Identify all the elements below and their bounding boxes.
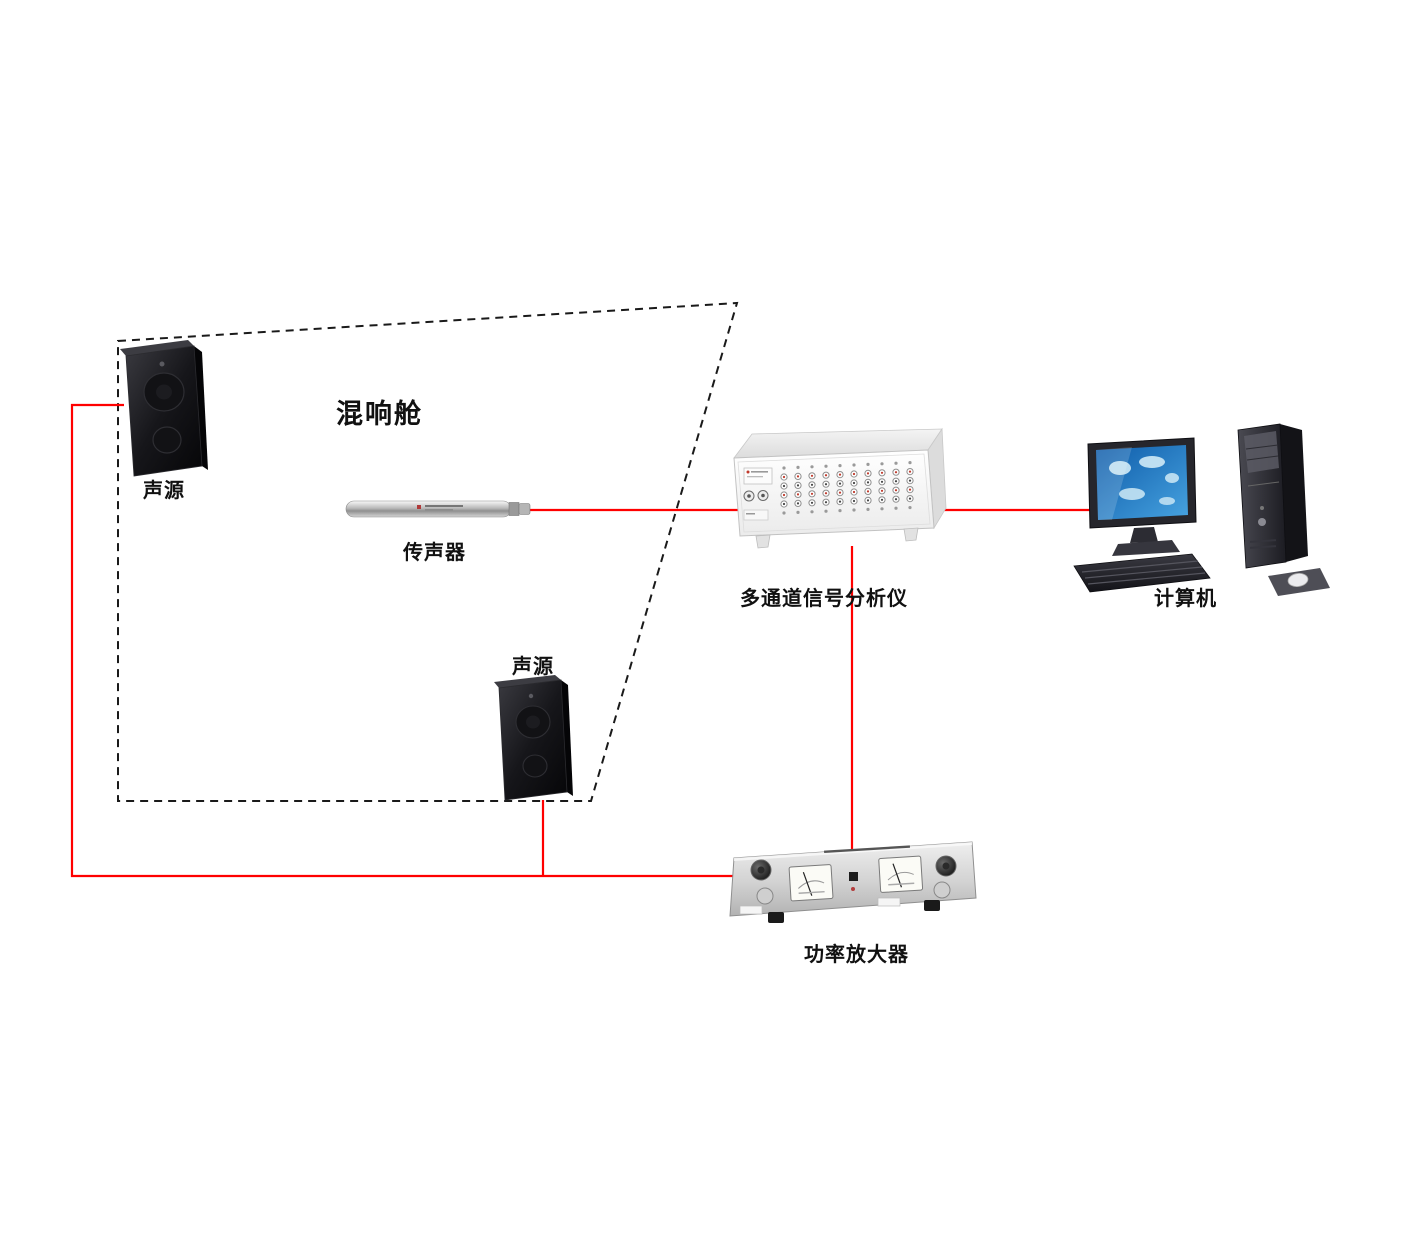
amplifier-icon	[728, 836, 984, 940]
speaker-bottom-label: 声源	[512, 656, 554, 678]
chamber-outline	[117, 301, 739, 802]
amplifier-to-top-speaker-line	[70, 403, 738, 878]
speaker-top-icon	[118, 338, 213, 478]
analyzer-label: 多通道信号分析仪	[740, 588, 908, 610]
tower-icon	[1237, 423, 1308, 569]
microphone-icon	[343, 492, 533, 526]
analyzer-icon	[722, 424, 954, 566]
vu-meter-right	[878, 855, 924, 893]
vu-meter-left	[788, 864, 834, 902]
computer-icon	[1072, 416, 1330, 611]
chamber-label: 混响舱	[336, 399, 423, 429]
speaker-top-label: 声源	[143, 480, 185, 502]
monitor-icon	[1087, 437, 1197, 556]
mouse-icon	[1268, 568, 1330, 596]
computer-label: 计算机	[1154, 588, 1217, 610]
amplifier-label: 功率放大器	[804, 944, 909, 966]
speaker-bottom-icon	[493, 674, 578, 804]
keyboard-icon	[1073, 553, 1211, 593]
microphone-label: 传声器	[403, 542, 466, 564]
